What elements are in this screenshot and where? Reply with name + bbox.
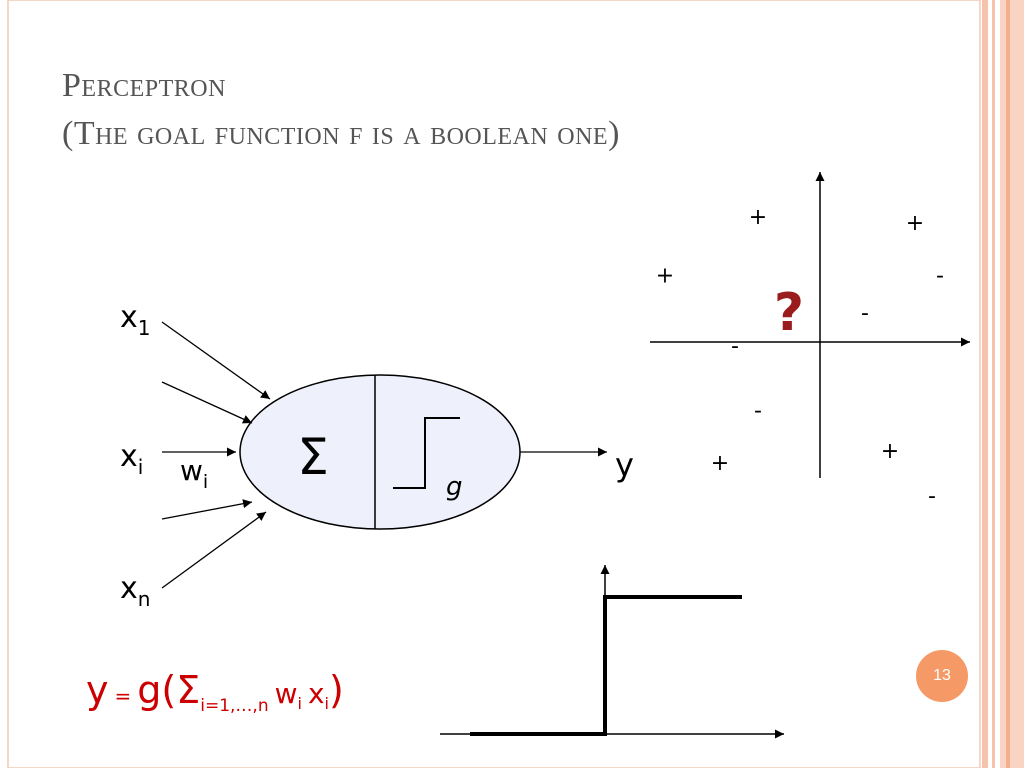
slide-title: Perceptron (The goal function f is a boo… <box>62 62 922 158</box>
input-arrow-n <box>161 511 267 589</box>
weight-label-wi: wi <box>180 454 208 493</box>
step-function-icon <box>393 417 460 489</box>
input-arrow-4 <box>161 499 253 520</box>
positive-point-1: + <box>906 211 924 236</box>
positive-point-2: + <box>656 264 674 289</box>
border-stripe-1 <box>982 0 988 768</box>
neuron-body <box>239 374 521 530</box>
input-arrow-1 <box>161 321 271 400</box>
title-line-2: (The goal function f is a boolean one) <box>62 115 620 152</box>
input-label-x1: x1 <box>120 300 151 340</box>
question-mark: ? <box>774 283 804 343</box>
activation-label-g: g <box>446 472 463 502</box>
border-stripe-4 <box>1006 0 1010 768</box>
input-label-xn: xn <box>120 571 150 611</box>
negative-point-4: - <box>861 301 869 326</box>
negative-point-5: - <box>731 334 739 359</box>
scatter-points: + + + - - - - + + - <box>656 205 944 509</box>
step-graph-line <box>470 595 742 736</box>
negative-point-6: - <box>754 399 762 424</box>
positive-point-8: + <box>881 439 899 464</box>
positive-point-0: + <box>749 205 767 230</box>
input-label-xi: xi <box>120 439 143 479</box>
negative-point-3: - <box>936 264 944 289</box>
inner-frame <box>7 0 981 768</box>
negative-point-9: - <box>928 484 936 509</box>
output-label-y: y <box>615 446 634 484</box>
positive-point-7: + <box>711 451 729 476</box>
page-number-badge: 13 <box>916 650 968 702</box>
title-line-1: Perceptron <box>62 67 226 104</box>
border-stripe-3 <box>1000 0 1024 768</box>
border-stripe-2 <box>992 0 995 768</box>
input-arrow-2 <box>161 381 253 424</box>
sum-symbol: Σ <box>297 428 329 486</box>
